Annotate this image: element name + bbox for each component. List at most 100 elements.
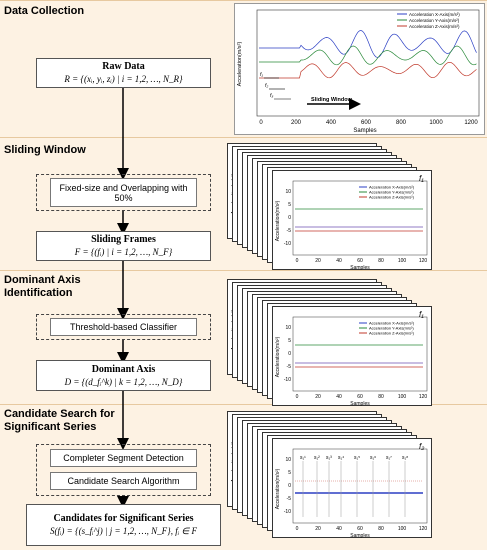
segment-label: s₁²: [314, 455, 320, 461]
section-title-dominant-axis: Dominant Axis Identification: [4, 274, 81, 299]
threshold-group: [36, 314, 211, 340]
sliding-frames-box: Sliding Frames F = {(fᵢ) | i = 1,2, …, N…: [36, 231, 211, 261]
front-xtick: 80: [378, 526, 384, 532]
raw-frame-label: f₂: [265, 83, 268, 89]
front-legend-y: Acceleration Y-Axis(m/s²): [369, 326, 414, 331]
dominant-axis-title: Dominant Axis: [91, 363, 156, 375]
front-ytick: 0: [288, 351, 291, 357]
raw-xtick: 400: [326, 120, 337, 126]
raw-chart-card: Acceleration(m/s²) Samples 0 200 400 600…: [234, 3, 485, 135]
front-xtick: 0: [296, 526, 299, 532]
raw-signal-lines: [259, 30, 477, 79]
raw-frame-label: f₁: [260, 72, 263, 78]
front-xlabel: Samples: [350, 401, 370, 407]
front-ylabel: Acceleration(m/s²): [275, 200, 281, 241]
front-xtick: 60: [357, 394, 363, 400]
front-xlabel: Samples: [350, 265, 370, 271]
frame-stack-sliding: Acceleration(m/s²) 360 380 f₁ Accelerati…: [227, 143, 487, 271]
front-ytick: 0: [288, 483, 291, 489]
raw-legend-y: Acceleration Y-Axis(m/s²): [409, 18, 460, 23]
segment-label: s₁⁶: [370, 455, 376, 461]
front-xlabel: Samples: [350, 533, 370, 539]
candidates-formula: S(fᵢ) = {(s_fᵢ^j) | j = 1,2, …, N_F}, fᵢ…: [50, 526, 197, 536]
front-ytick: -5: [287, 364, 292, 370]
raw-xtick: 200: [291, 120, 302, 126]
candidates-box: Candidates for Significant Series S(fᵢ) …: [26, 504, 221, 546]
raw-xtick: 800: [396, 120, 407, 126]
frame-index-label: f₂: [419, 442, 424, 451]
front-xtick: 120: [419, 526, 428, 532]
segment-label: s₁¹: [300, 455, 306, 461]
front-xtick: 20: [315, 526, 321, 532]
frame-index-label: f₁: [419, 174, 424, 183]
segment-label: s₁⁸: [402, 455, 408, 461]
raw-xlabel: Samples: [353, 128, 376, 134]
front-ytick: -5: [287, 496, 292, 502]
section-title-candidate-search: Candidate Search for Significant Series: [4, 408, 115, 433]
raw-signal-y: [259, 45, 477, 66]
front-xtick: 120: [419, 394, 428, 400]
front-xtick: 80: [378, 258, 384, 264]
front-ytick: -10: [284, 509, 291, 515]
section-title-sliding-window: Sliding Window: [4, 144, 86, 156]
front-ytick: 5: [288, 202, 291, 208]
raw-frame-label: f₃: [270, 93, 273, 99]
dominant-axis-formula: D = {(d_fᵢ^k) | k = 1,2, …, N_D}: [64, 376, 183, 387]
front-ytick: 5: [288, 338, 291, 344]
raw-signal-z: [259, 61, 477, 79]
front-legend-z: Acceleration Z-Axis(m/s²): [369, 331, 415, 336]
sliding-frames-title: Sliding Frames: [91, 234, 156, 245]
threshold-box: Threshold-based Classifier: [50, 318, 197, 336]
front-ytick: -10: [284, 377, 291, 383]
front-legend-y: Acceleration Y-Axis(m/s²): [369, 190, 414, 195]
fixed-size-box: Fixed-size and Overlapping with 50%: [50, 178, 197, 207]
raw-ylabel: Acceleration(m/s²): [237, 42, 243, 87]
dominant-axis-box: Dominant Axis D = {(d_fᵢ^k) | k = 1,2, ……: [36, 360, 211, 391]
raw-data-box: Raw Data R = {(xᵢ, yᵢ, zᵢ) | i = 1,2, …,…: [36, 58, 211, 88]
segment-label: s₁⁴: [338, 455, 344, 461]
raw-sliding-label: Sliding Window: [311, 97, 353, 103]
threshold-label: Threshold-based Classifier: [69, 322, 178, 332]
front-ytick: 10: [285, 457, 291, 463]
frame-stack-dominant: Acceleration(m/s²) 360 380 f₁ Accelerati…: [227, 279, 487, 407]
front-ytick: -10: [284, 241, 291, 247]
raw-xtick: 0: [259, 120, 263, 126]
front-xtick: 60: [357, 526, 363, 532]
front-ytick: 10: [285, 325, 291, 331]
candidate-algo-label: Candidate Search Algorithm: [67, 476, 180, 486]
front-xtick: 120: [419, 258, 428, 264]
frame-index-label: f₁: [419, 310, 424, 319]
raw-chart: Acceleration(m/s²) Samples 0 200 400 600…: [237, 9, 480, 134]
segment-label: s₁⁷: [386, 455, 392, 461]
raw-data-title: Raw Data: [102, 61, 145, 72]
raw-legend-z: Acceleration Z-Axis(m/s²): [409, 24, 460, 29]
front-xtick: 0: [296, 258, 299, 264]
front-xtick: 100: [398, 394, 407, 400]
front-legend-z: Acceleration Z-Axis(m/s²): [369, 195, 415, 200]
front-xtick: 40: [336, 526, 342, 532]
frame-stack-candidate: Acceleration(m/s²) 360 380 f₂ Accelerati…: [227, 411, 487, 547]
candidates-title: Candidates for Significant Series: [53, 513, 194, 524]
candidate-algo-box: Candidate Search Algorithm: [50, 472, 197, 490]
front-xtick: 40: [336, 394, 342, 400]
raw-data-formula: R = {(xᵢ, yᵢ, zᵢ) | i = 1,2, …, N_R}: [64, 74, 183, 84]
front-xtick: 100: [398, 526, 407, 532]
front-ytick: -5: [287, 228, 292, 234]
front-ytick: 0: [288, 215, 291, 221]
front-xtick: 100: [398, 258, 407, 264]
section-title-data-collection: Data Collection: [4, 5, 85, 17]
sliding-frames-formula: F = {(fᵢ) | i = 1,2, …, N_F}: [74, 247, 173, 257]
completer-box: Completer Segment Detection: [50, 449, 197, 467]
front-ytick: 5: [288, 470, 291, 476]
front-ylabel: Acceleration(m/s²): [275, 336, 281, 377]
raw-xtick: 1000: [429, 120, 443, 126]
segment-label: s₁⁵: [354, 455, 360, 461]
front-xtick: 20: [315, 258, 321, 264]
raw-legend-x: Acceleration X-Axis(m/s²): [409, 12, 460, 17]
front-xtick: 80: [378, 394, 384, 400]
segment-label: s₁³: [326, 455, 332, 461]
front-xtick: 40: [336, 258, 342, 264]
